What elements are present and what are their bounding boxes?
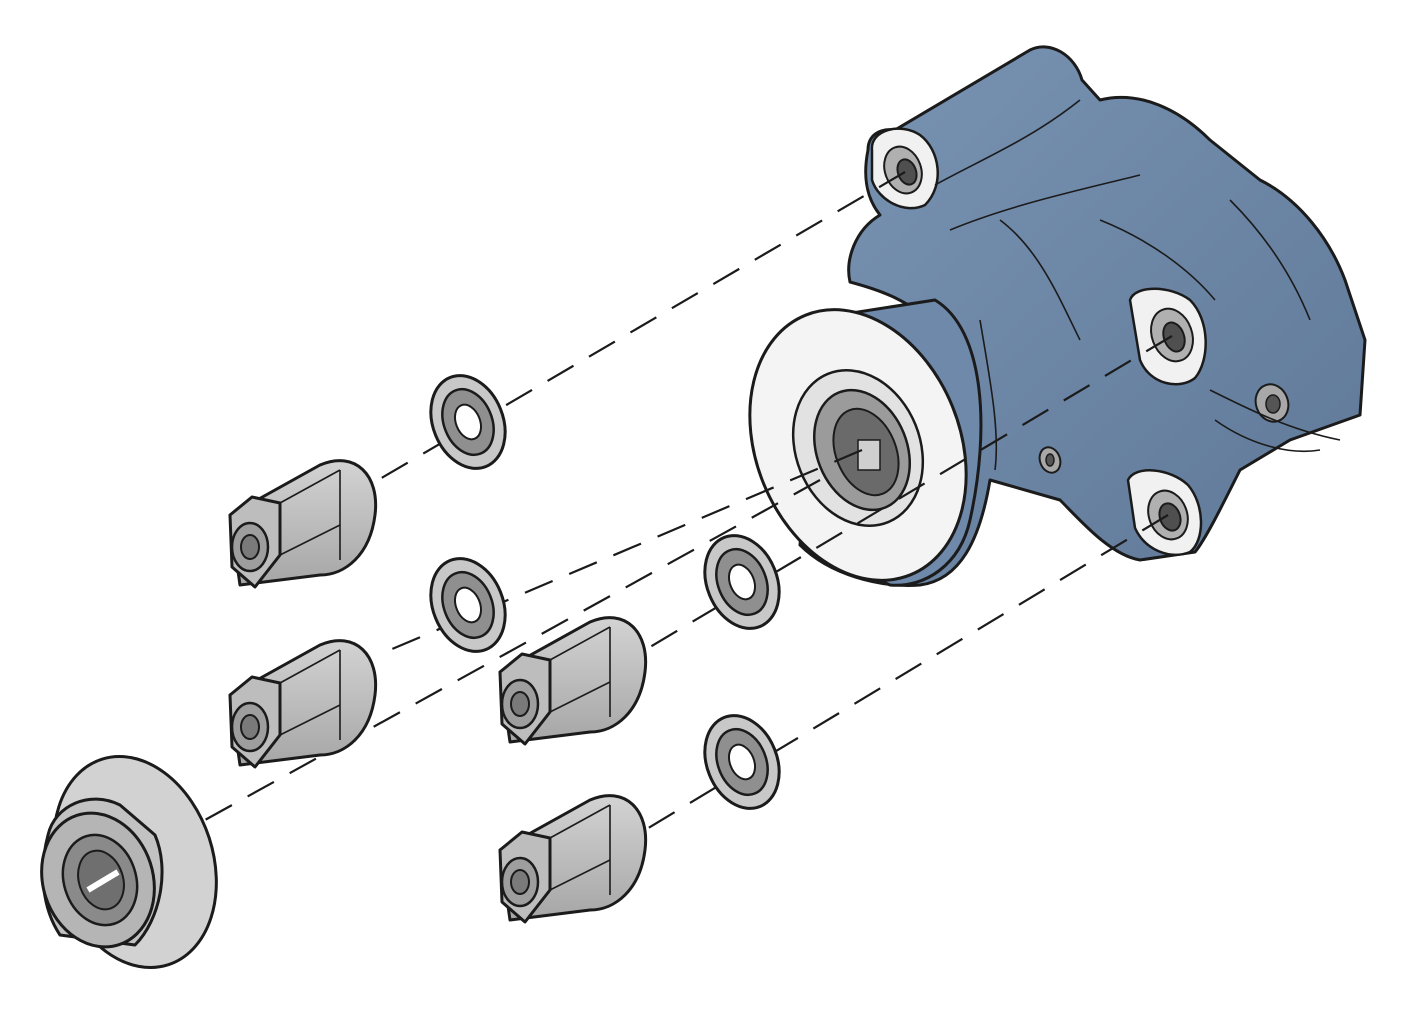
assembly-axis — [204, 479, 821, 821]
washer — [429, 374, 507, 470]
side-port — [1038, 446, 1062, 474]
washer — [703, 714, 781, 810]
side-port — [1254, 383, 1290, 423]
housing — [748, 45, 1367, 587]
cap-nut — [498, 794, 648, 924]
mount-ear-top — [870, 127, 939, 210]
cap-nut — [228, 459, 378, 589]
washer — [429, 557, 507, 653]
assembly-axis — [644, 335, 1173, 651]
flange-nut — [40, 754, 218, 970]
cap-nut — [228, 639, 378, 769]
mount-ear-right — [1128, 287, 1207, 386]
washer — [703, 534, 781, 630]
cap-nut — [498, 616, 648, 746]
bearing-boss — [748, 298, 983, 587]
